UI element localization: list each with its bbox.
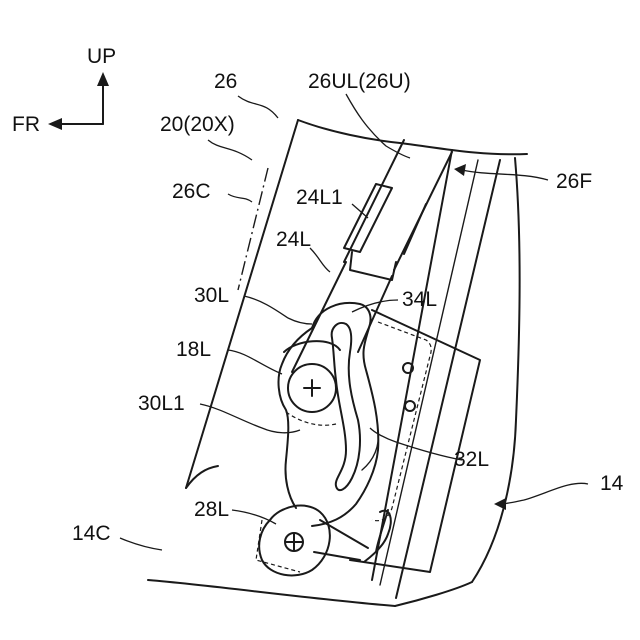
- label-24l1: 24L1: [296, 186, 343, 209]
- label-24l: 24L: [276, 228, 311, 251]
- label-26ul: 26UL(26U): [308, 70, 411, 93]
- leader-14: [500, 483, 588, 504]
- frame-top-edge: [298, 120, 527, 154]
- label-14: 14: [600, 472, 624, 495]
- label-30l: 30L: [194, 284, 229, 307]
- leader-34l: [352, 300, 398, 312]
- label-30l1: 30L1: [138, 392, 185, 415]
- frame-inner-line-c: [380, 160, 478, 585]
- plate-hole-lower: [405, 401, 415, 411]
- link-28l-lower: [314, 552, 360, 560]
- pivot-18l-hub: [284, 341, 340, 352]
- leader-14-arrow: [494, 498, 506, 510]
- label-28l: 28L: [194, 498, 229, 521]
- label-34l: 34L: [402, 288, 437, 311]
- label-26: 26: [214, 70, 237, 93]
- cam-lever: [279, 303, 379, 526]
- pivot-18l: [284, 341, 340, 412]
- leader-30l: [244, 296, 312, 324]
- frame-inner-line-b: [396, 160, 500, 598]
- upper-link: [292, 140, 452, 372]
- label-front: FR: [12, 113, 40, 136]
- link-24l-left: [292, 262, 346, 372]
- label-20: 20(20X): [160, 113, 235, 136]
- front-arrowhead: [48, 118, 62, 130]
- direction-indicator: [48, 72, 109, 130]
- cam-slot-34l: [332, 323, 360, 490]
- cam-lever-outer: [312, 303, 378, 526]
- label-up: UP: [87, 45, 116, 68]
- leader-32l: [370, 428, 462, 460]
- bottom-contour-right: [395, 582, 472, 606]
- label-32l: 32L: [454, 448, 489, 471]
- frame-right-edge: [472, 158, 520, 582]
- leader-26f-arrow: [454, 164, 466, 176]
- upper-link-left: [344, 140, 404, 262]
- bottom-contour: [148, 580, 395, 606]
- up-arrowhead: [97, 72, 109, 86]
- pivot-28l: [256, 506, 368, 576]
- leader-20: [208, 140, 252, 160]
- leader-14c: [120, 538, 162, 550]
- label-18l: 18L: [176, 338, 211, 361]
- label-14c: 14C: [72, 522, 111, 545]
- cam-lever-inner: [279, 328, 312, 508]
- leader-24l: [310, 248, 330, 272]
- center-line-26c: [238, 168, 268, 290]
- cam-hidden-line: [286, 412, 336, 425]
- link-28l-upper: [320, 520, 368, 548]
- label-26c: 26C: [172, 180, 211, 203]
- label-26f: 26F: [556, 170, 592, 193]
- slider-foot: [350, 252, 396, 280]
- slider-guide: [404, 204, 426, 254]
- leader-26: [238, 96, 278, 118]
- leader-18l: [228, 350, 282, 374]
- leader-26c: [228, 194, 252, 202]
- link-24l-right: [358, 276, 392, 352]
